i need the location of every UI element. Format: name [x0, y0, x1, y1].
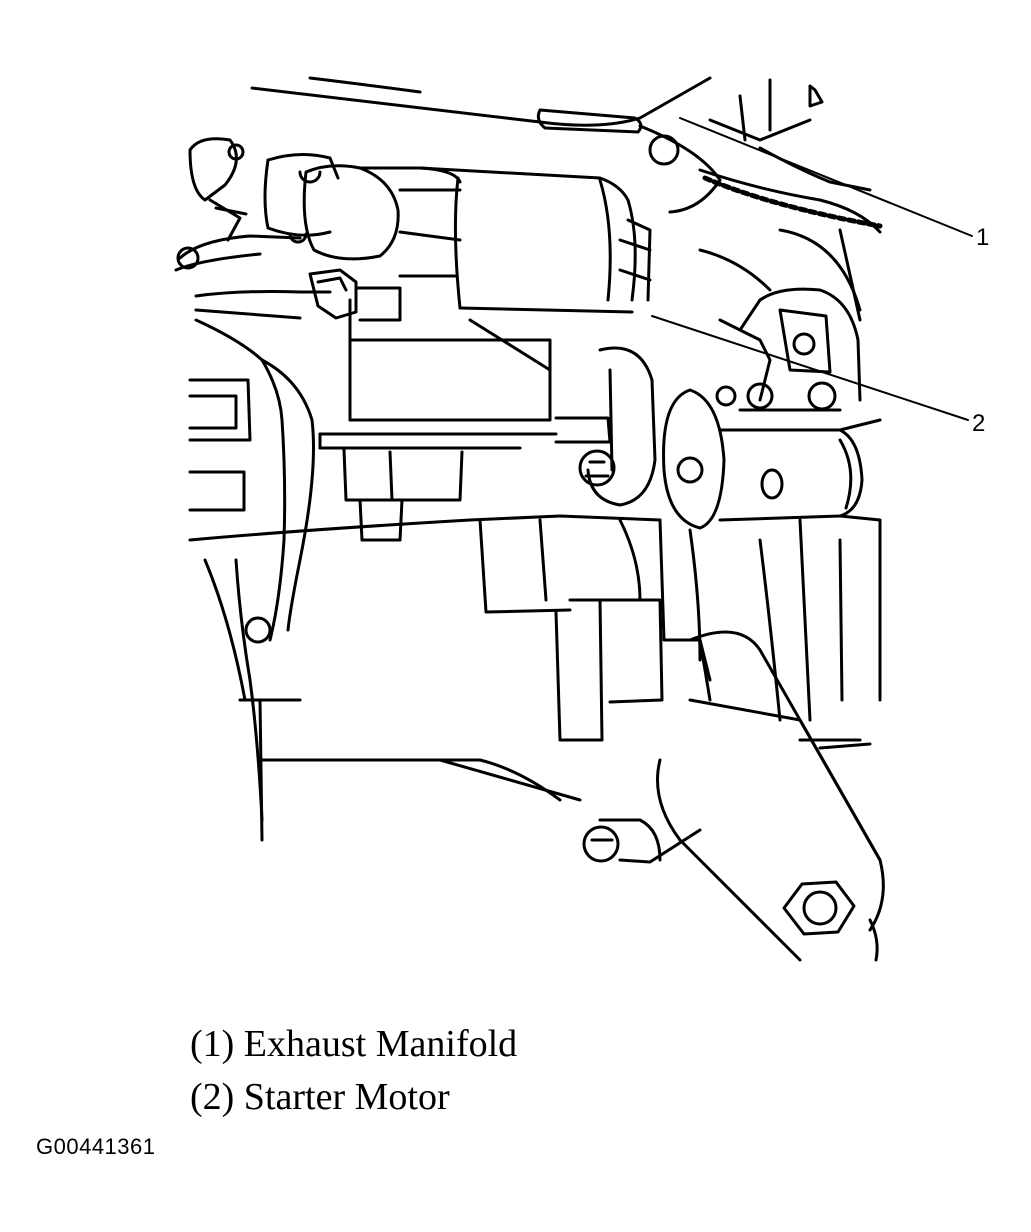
engine-mount [662, 287, 882, 702]
legend-item-starter-motor: (2) Starter Motor [190, 1076, 450, 1118]
starter-motor [263, 153, 657, 542]
exhaust-manifold [250, 76, 883, 322]
figure-id: G00441361 [36, 1134, 156, 1159]
lower-housing [188, 514, 885, 962]
callout-number-2: 2 [972, 410, 986, 437]
left-bracket [174, 137, 332, 644]
legend: (1) Exhaust Manifold (2) Starter Motor [190, 1018, 517, 1124]
callout-number-1: 1 [976, 224, 990, 251]
callout-leaders [651, 117, 973, 421]
engine-diagram [174, 76, 973, 962]
legend-item-exhaust-manifold: (1) Exhaust Manifold [190, 1023, 518, 1065]
